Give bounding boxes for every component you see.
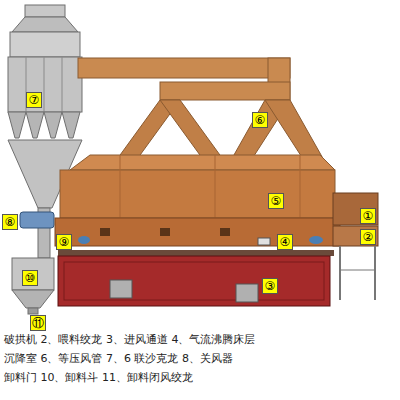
- callout-text: ⑦: [29, 94, 40, 106]
- cyclone-plenum: [10, 32, 80, 57]
- manifold-leg: [160, 100, 225, 162]
- discharge-hopper: [12, 258, 54, 290]
- legend-caption: 破拱机 2、喂料绞龙 3、进风通道 4、气流沸腾床层: [4, 333, 256, 346]
- chamber-roof: [70, 155, 335, 170]
- cyclone-divider: [62, 57, 63, 112]
- motor: [78, 236, 90, 244]
- stand-brace: [340, 270, 375, 271]
- legend-caption: 沉降室 6、等压风管 7、6 联沙克龙 8、关风器: [4, 352, 233, 365]
- callout-text: ⑪: [32, 317, 44, 329]
- air-duct: [78, 58, 290, 78]
- stand-leg: [374, 246, 376, 300]
- callout-number: ⑩: [22, 270, 38, 286]
- cyclone-hood: [12, 17, 78, 32]
- callout-text: ⑥: [255, 114, 266, 126]
- bed-window: [160, 228, 170, 236]
- cyclone-cap: [25, 5, 65, 17]
- chamber-seam: [120, 155, 121, 218]
- callout-text: ⑧: [5, 216, 16, 228]
- callout-number: ④: [277, 234, 293, 250]
- callout-text: ⑩: [25, 272, 36, 284]
- access-door: [236, 284, 258, 302]
- feed-screw: [333, 226, 378, 246]
- fluid-bed: [55, 218, 340, 246]
- bed-window: [100, 228, 110, 236]
- channel-panel: [64, 262, 324, 300]
- callout-text: ①: [363, 210, 374, 222]
- cyclone-bank: [8, 57, 82, 112]
- manifold-leg: [265, 100, 325, 162]
- bed-port: [258, 238, 270, 245]
- chamber-seam: [215, 155, 216, 218]
- frame-rail: [58, 250, 334, 256]
- callout-number: ①: [360, 208, 376, 224]
- callout-text: ②: [363, 231, 374, 243]
- callout-text: ④: [280, 236, 291, 248]
- manifold-pipe: [160, 82, 290, 100]
- callout-number: ②: [360, 229, 376, 245]
- cyclone-cone: [8, 112, 26, 138]
- cyclone-cone: [62, 112, 80, 138]
- hopper-cone: [12, 290, 54, 308]
- callout-text: ⑤: [271, 195, 282, 207]
- callout-number: ⑥: [252, 112, 268, 128]
- callout-number: ⑪: [30, 315, 46, 331]
- cyclone-cone: [44, 112, 62, 138]
- air-inlet-channel: [58, 256, 330, 306]
- arch-breaker: [333, 193, 378, 225]
- bed-window: [220, 228, 230, 236]
- stand-leg: [339, 246, 341, 300]
- rotary-valve: [20, 212, 54, 228]
- callout-text: ⑨: [59, 236, 70, 248]
- settling-chamber: [60, 170, 335, 218]
- cyclone-cone: [26, 112, 44, 138]
- motor: [309, 236, 323, 244]
- cyclone-divider: [44, 57, 45, 112]
- callout-number: ⑧: [2, 214, 18, 230]
- access-door: [110, 280, 132, 298]
- hopper-outlet: [28, 308, 38, 314]
- legend-caption: 卸料门 10、卸料斗 11、卸料闭风绞龙: [4, 371, 193, 384]
- callout-number: ⑦: [26, 92, 42, 108]
- callout-number: ⑨: [56, 234, 72, 250]
- chamber-seam: [300, 155, 301, 218]
- callout-number: ③: [262, 278, 278, 294]
- callout-text: ③: [265, 280, 276, 292]
- callout-number: ⑤: [268, 193, 284, 209]
